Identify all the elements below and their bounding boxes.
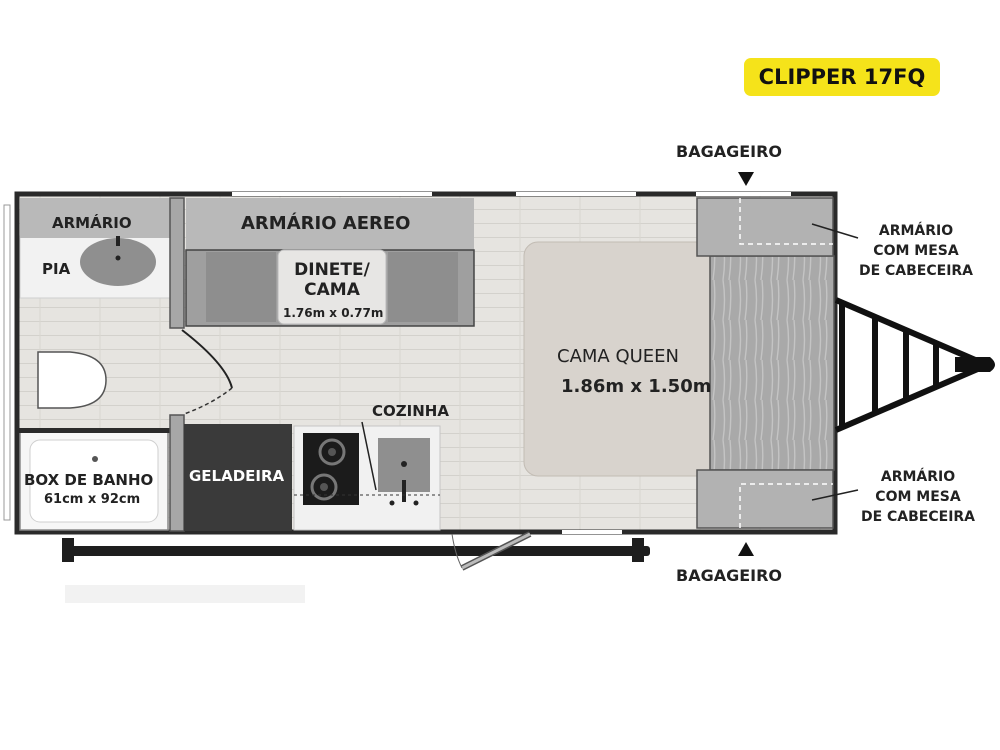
burner-2 [310,473,338,501]
cooktop [303,433,359,505]
label-dinete: DINETE/ CAMA [283,260,381,300]
nightstand-top-dash [739,198,833,245]
hitch [834,297,982,433]
label-bagageiro-top: BAGAGEIRO [676,142,783,161]
label-armario-mesa-top-1: ARMÁRIO [878,223,954,239]
label-cama-size: 1.86m x 1.50m [561,376,712,397]
leader-armario-top [811,223,859,239]
nightstand-bottom [696,469,834,529]
label-armario-mesa-bottom-1: ARMÁRIO [880,469,956,485]
label-armario-mesa-top-2: COM MESA [873,243,959,259]
nightstand-top [696,197,834,257]
burner-1 [318,438,346,466]
label-armario-mesa-bottom: ARMÁRIO COM MESA DE CABECEIRA [848,467,988,527]
overhead-cabinet [186,198,474,250]
bath-wall [17,428,170,433]
window-top-3 [696,192,791,196]
sink-drain [115,255,121,261]
label-dinete-line1: DINETE/ [294,260,370,280]
cozinha-leader [361,421,377,491]
bathroom-door-arc [183,387,233,415]
model-title: CLIPPER 17FQ [758,65,926,89]
arrow-up-icon [738,542,754,556]
sink [80,238,156,286]
label-armario: ARMÁRIO [52,214,132,232]
dinette-table [277,249,387,325]
dinette-seat-left [206,252,276,322]
toilet [37,351,107,409]
shower-tray [29,439,159,523]
window-top-2 [516,192,636,196]
label-dinete-size: 1.76m x 0.77m [283,306,384,320]
label-bagageiro-bottom: BAGAGEIRO [676,566,783,585]
shadow [65,585,305,603]
rear-bumper [3,204,11,521]
label-pia: PIA [42,260,71,278]
burner-1-center [328,448,336,456]
hitch-coupler [955,357,995,372]
chassis-rail [62,546,650,556]
label-cama-queen: CAMA QUEEN [557,346,680,367]
label-armario-mesa-bottom-3: DE CABECEIRA [860,509,976,525]
label-box-size: 61cm x 92cm [44,492,141,507]
fridge [184,424,292,531]
faucet-knob-l [389,500,395,506]
shower-drain [92,456,98,462]
window-top-1 [232,192,432,196]
bathroom-door-swing [181,329,233,389]
label-geladeira: GELADEIRA [189,467,285,485]
kitchen-sink-drain [401,461,407,467]
wheel-right [632,538,644,562]
label-box-banho: BOX DE BANHO [24,471,154,489]
faucet-knob-r [413,500,419,506]
faucet [116,236,120,246]
label-armario-mesa-top-3: DE CABECEIRA [858,263,974,279]
partition-lower [169,414,185,532]
label-armario-mesa-bottom-2: COM MESA [875,489,961,505]
dinette-seat-right [388,252,458,322]
kitchen-faucet [402,480,406,502]
label-armario-aereo: ARMÁRIO AEREO [241,213,411,234]
headboard-cabinet-wood [709,255,835,471]
label-cozinha: COZINHA [372,402,449,420]
window-bottom [562,530,622,534]
bathroom-cabinet [20,198,170,238]
partition-upper [169,197,185,329]
model-title-badge: CLIPPER 17FQ [744,58,940,96]
burner-2-center [320,483,328,491]
leader-armario-bottom [811,489,859,501]
entry-door-inner [461,532,531,570]
entry-door-arc [451,533,463,569]
arrow-down-icon [738,172,754,186]
wheel-left [62,538,74,562]
label-armario-mesa-top: ARMÁRIO COM MESA DE CABECEIRA [846,221,986,281]
label-dinete-line2: CAMA [304,280,360,300]
